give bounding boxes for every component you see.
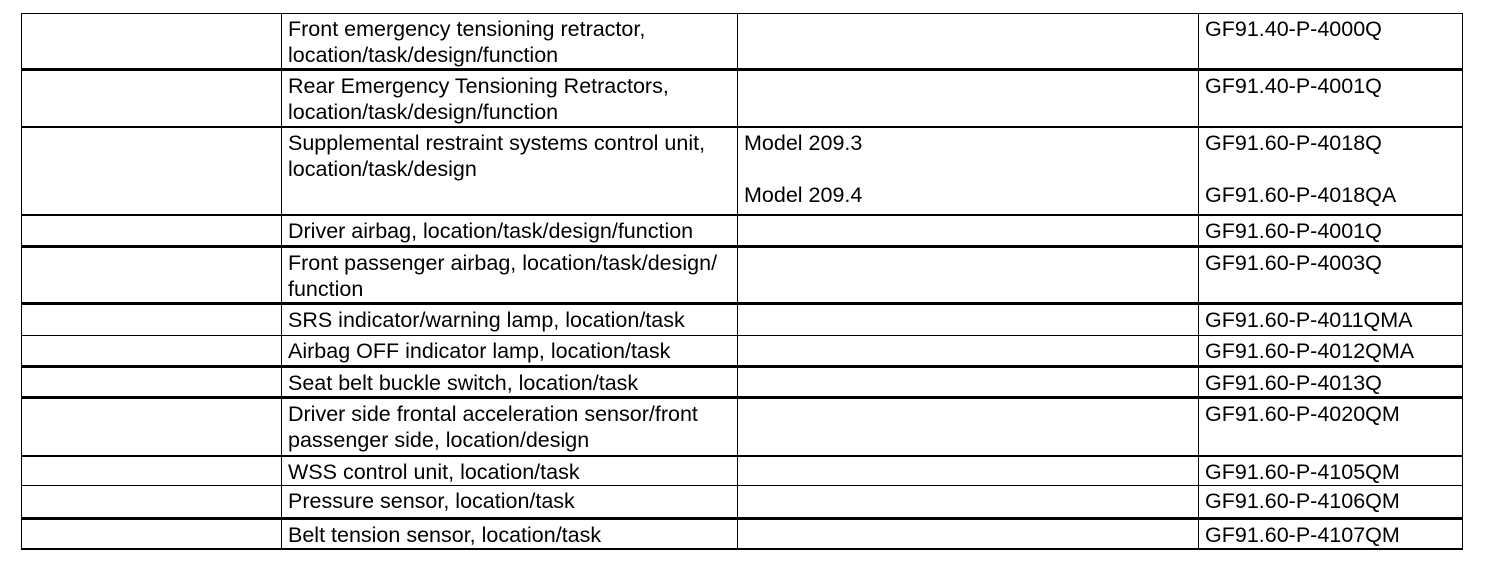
spacer-cell [21, 397, 282, 457]
spacer-cell [21, 455, 282, 486]
model-cell [737, 246, 1199, 305]
table-row: Seat belt buckle switch, location/task G… [21, 366, 1463, 399]
spacer-cell [21, 246, 282, 305]
document-code-cell: GF91.60-P-4001Q [1198, 214, 1463, 248]
table-row: Supplemental restraint systems control u… [21, 126, 1463, 216]
document-code-cell: GF91.60-P-4107QM [1198, 518, 1463, 550]
table-row: Front emergency tensioning retractor, lo… [21, 13, 1463, 71]
spacer-cell [21, 13, 282, 71]
table-row: Driver side frontal acceleration sensor/… [21, 397, 1463, 457]
table-row: WSS control unit, location/task GF91.60-… [21, 455, 1463, 486]
document-code-cell: GF91.60-P-4011QMA [1198, 303, 1463, 336]
model-cell: Model 209.3 Model 209.4 [737, 126, 1199, 216]
document-code-cell: GF91.60-P-4012QMA [1198, 335, 1463, 368]
description-cell: Driver side frontal acceleration sensor/… [281, 397, 738, 457]
table-row: Airbag OFF indicator lamp, location/task… [21, 335, 1463, 368]
model-cell [737, 69, 1199, 128]
document-code-cell: GF91.60-P-4013Q [1198, 366, 1463, 399]
document-code-cell: GF91.40-P-4001Q [1198, 69, 1463, 128]
spacer-cell [21, 366, 282, 399]
description-cell: Front passenger airbag, location/task/de… [281, 246, 738, 305]
document-code-cell: GF91.60-P-4106QM [1198, 485, 1463, 520]
table-row: Driver airbag, location/task/design/func… [21, 214, 1463, 248]
description-cell: Front emergency tensioning retractor, lo… [281, 13, 738, 71]
table-row: Belt tension sensor, location/task GF91.… [21, 518, 1463, 550]
model-cell [737, 335, 1199, 368]
description-cell: WSS control unit, location/task [281, 455, 738, 486]
model-cell [737, 366, 1199, 399]
model-cell [737, 518, 1199, 550]
spacer-cell [21, 69, 282, 128]
document-code-cell: GF91.60-P-4105QM [1198, 455, 1463, 486]
spacer-cell [21, 485, 282, 520]
description-cell: SRS indicator/warning lamp, location/tas… [281, 303, 738, 336]
spacer-cell [21, 214, 282, 248]
document-code-cell: GF91.60-P-4003Q [1198, 246, 1463, 305]
table-row: Front passenger airbag, location/task/de… [21, 246, 1463, 305]
spacer-cell [21, 303, 282, 336]
document-code-cell: GF91.40-P-4000Q [1198, 13, 1463, 71]
document-code-cell: GF91.60-P-4018Q GF91.60-P-4018QA [1198, 126, 1463, 216]
model-cell [737, 485, 1199, 520]
spacer-cell [21, 335, 282, 368]
description-cell: Belt tension sensor, location/task [281, 518, 738, 550]
description-cell: Supplemental restraint systems control u… [281, 126, 738, 216]
spacer-cell [21, 518, 282, 550]
model-cell [737, 214, 1199, 248]
model-cell [737, 455, 1199, 486]
description-cell: Seat belt buckle switch, location/task [281, 366, 738, 399]
description-cell: Airbag OFF indicator lamp, location/task [281, 335, 738, 368]
spacer-cell [21, 126, 282, 216]
description-cell: Pressure sensor, location/task [281, 485, 738, 520]
model-cell [737, 397, 1199, 457]
table-row: Rear Emergency Tensioning Retractors, lo… [21, 69, 1463, 128]
table-row: Pressure sensor, location/task GF91.60-P… [21, 485, 1463, 520]
model-cell [737, 13, 1199, 71]
table-row: SRS indicator/warning lamp, location/tas… [21, 303, 1463, 336]
description-cell: Driver airbag, location/task/design/func… [281, 214, 738, 248]
document-code-cell: GF91.60-P-4020QM [1198, 397, 1463, 457]
document-index-table: Front emergency tensioning retractor, lo… [21, 13, 1463, 550]
model-cell [737, 303, 1199, 336]
description-cell: Rear Emergency Tensioning Retractors, lo… [281, 69, 738, 128]
